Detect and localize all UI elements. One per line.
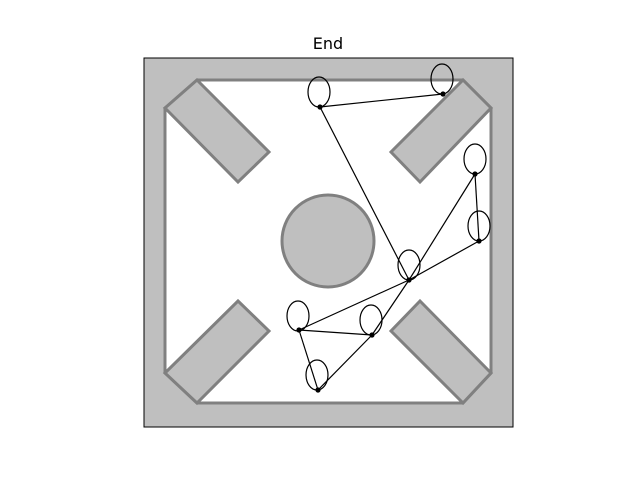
path-edge — [298, 329, 319, 391]
path-node — [317, 104, 323, 110]
path-node — [472, 171, 478, 177]
obstacle-center-circle — [280, 193, 376, 289]
path-nodes — [296, 91, 482, 393]
path-edge — [408, 240, 480, 281]
path-edges — [298, 93, 480, 391]
path-node — [406, 277, 412, 283]
path-node — [369, 332, 375, 338]
path-edge — [371, 279, 410, 336]
obstacle-top-right — [388, 77, 494, 185]
path-edge — [298, 279, 410, 331]
obstacle-bottom-right — [388, 298, 494, 406]
path-node — [476, 238, 482, 244]
path-node — [440, 91, 446, 97]
path-edge — [319, 93, 444, 108]
path-node — [296, 327, 302, 333]
obstacle-bottom-left — [162, 298, 272, 406]
path-edge — [298, 329, 373, 336]
path-edge — [319, 106, 410, 281]
path-node — [315, 387, 321, 393]
path-edge — [474, 173, 480, 242]
figure-title: End — [313, 34, 343, 53]
obstacle-top-left — [162, 77, 272, 185]
